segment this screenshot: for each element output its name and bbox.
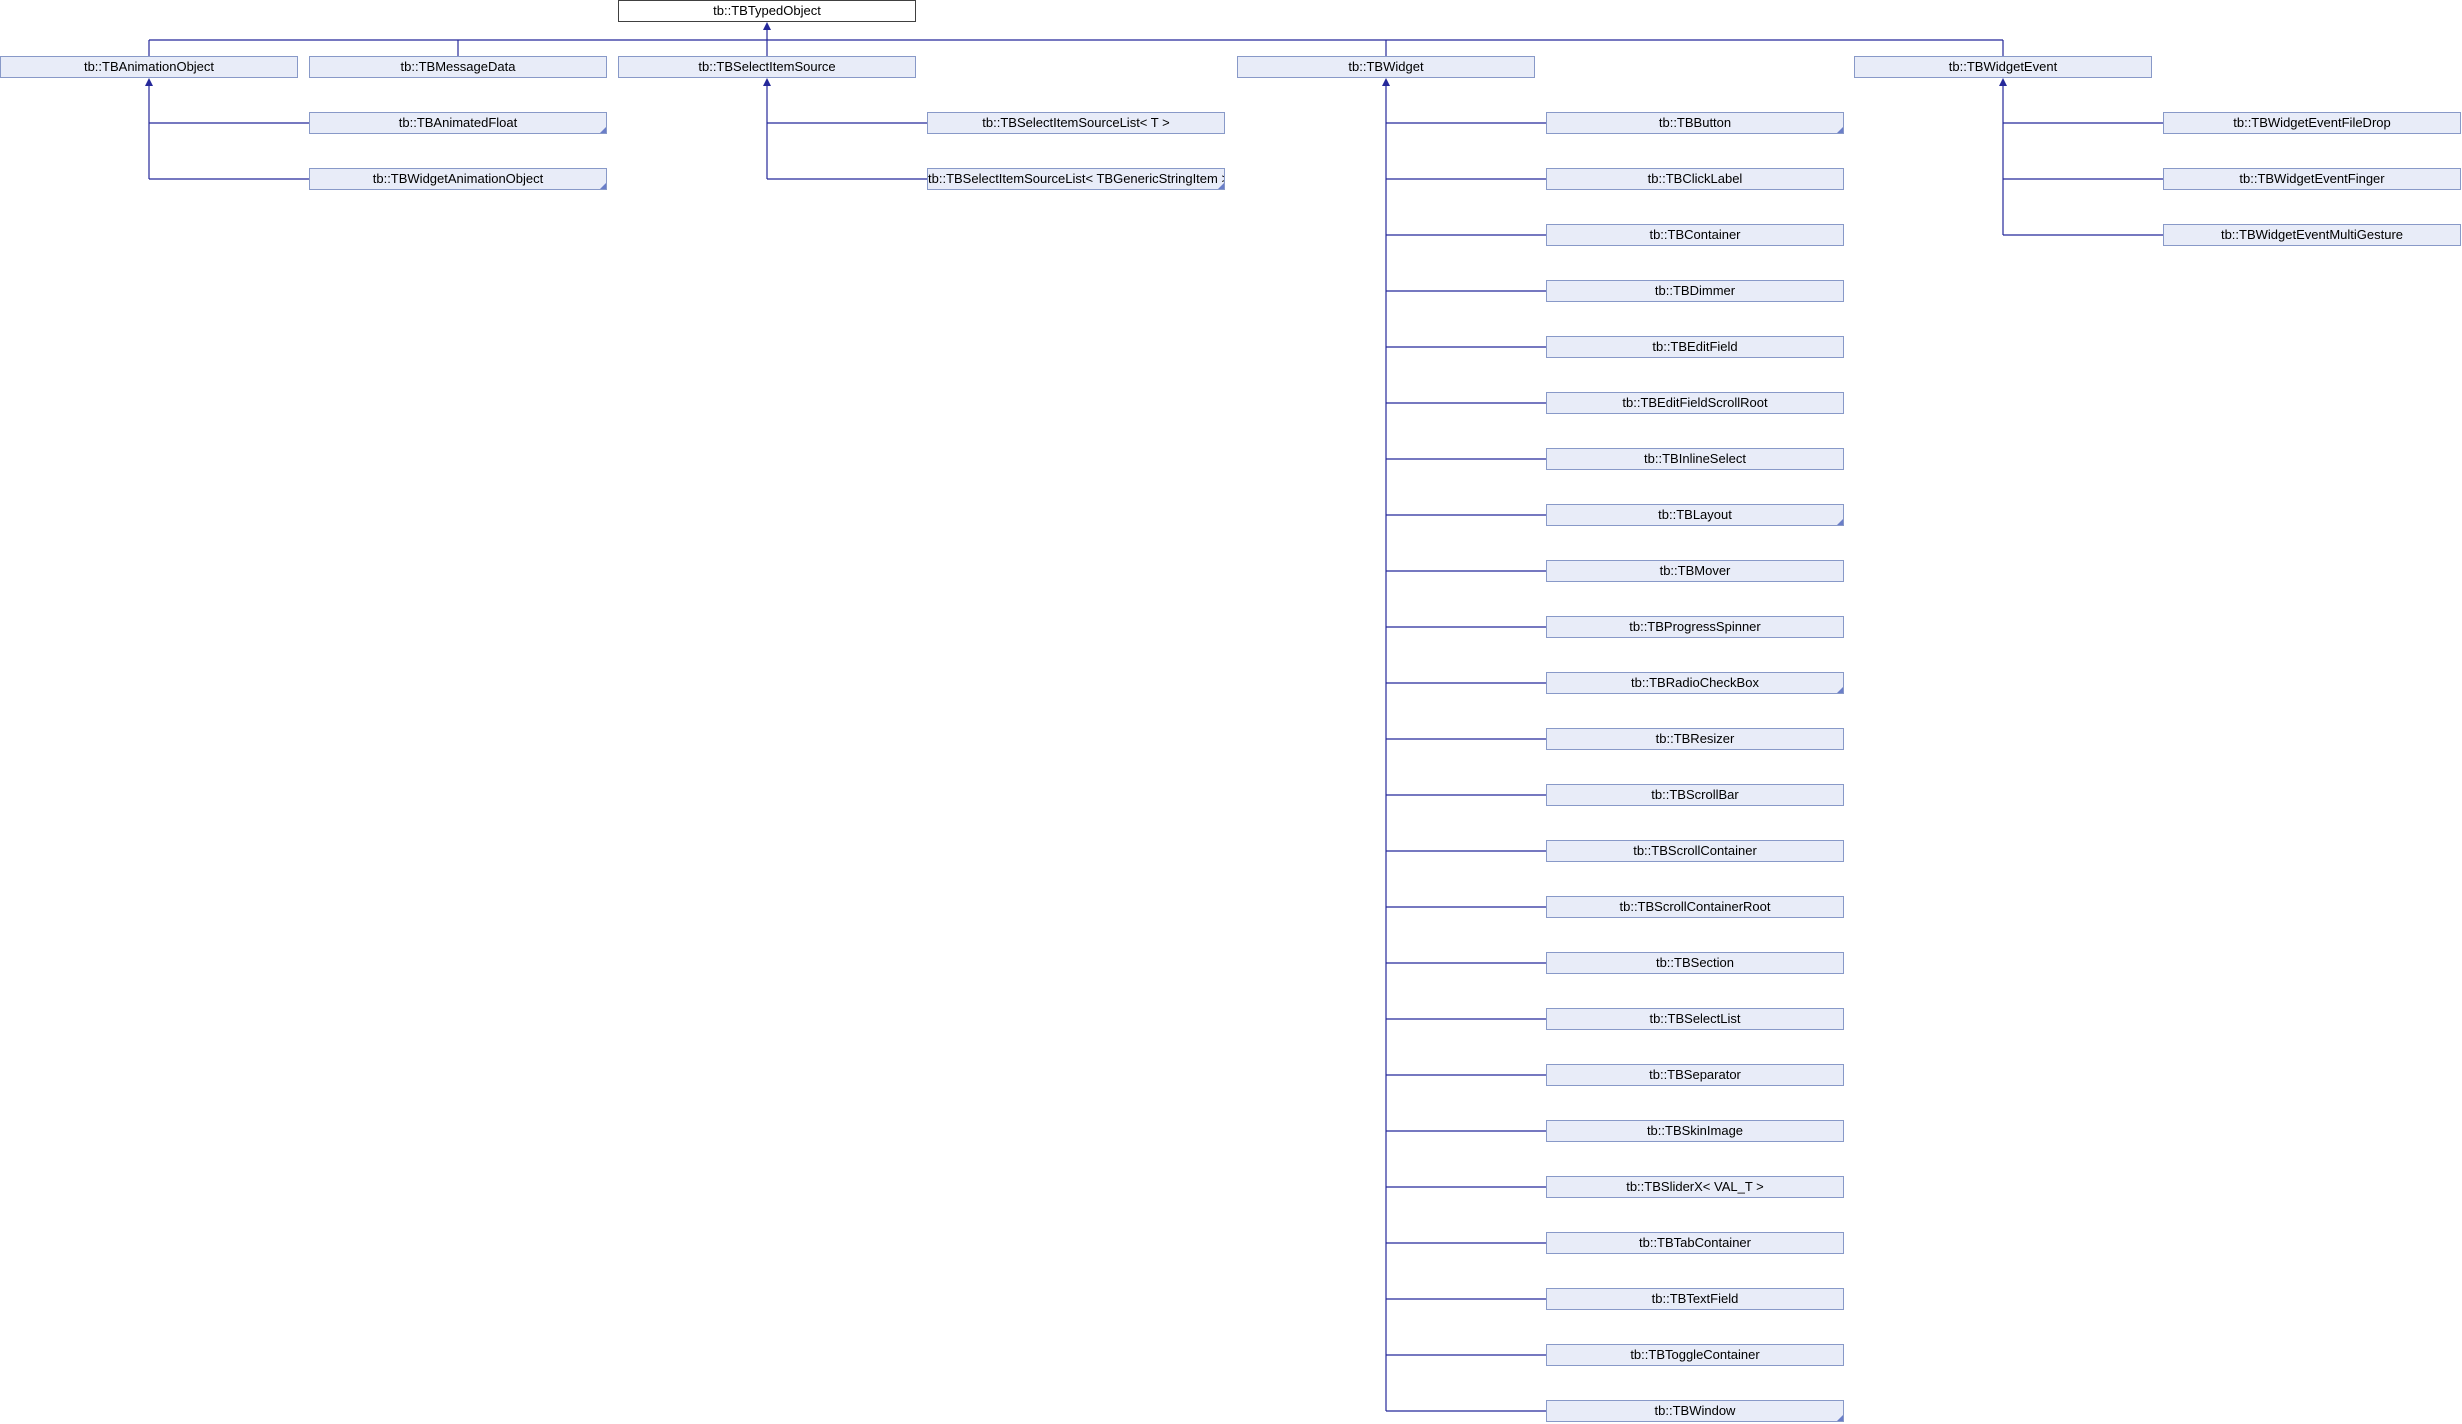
class-node-label: tb::TBWidgetEventMultiGesture bbox=[2220, 227, 2404, 242]
inheritance-arrowhead-icon bbox=[145, 78, 153, 86]
class-node-tbsliderx-val-t[interactable]: tb::TBSliderX< VAL_T > bbox=[1546, 1176, 1844, 1198]
class-node-tbwidget[interactable]: tb::TBWidget bbox=[1237, 56, 1535, 78]
class-node-tbanimatedfloat[interactable]: tb::TBAnimatedFloat bbox=[309, 112, 607, 134]
class-node-tbmessagedata[interactable]: tb::TBMessageData bbox=[309, 56, 607, 78]
class-node-label: tb::TBSelectItemSourceList< T > bbox=[982, 115, 1170, 130]
class-node-label: tb::TBResizer bbox=[1655, 731, 1735, 746]
class-node-tblayout[interactable]: tb::TBLayout bbox=[1546, 504, 1844, 526]
class-node-tbselectitemsourcelist-t[interactable]: tb::TBSelectItemSourceList< T > bbox=[927, 112, 1225, 134]
class-node-label: tb::TBLayout bbox=[1658, 507, 1732, 522]
class-node-tbresizer[interactable]: tb::TBResizer bbox=[1546, 728, 1844, 750]
class-node-tbselectitemsourcelist-tbgenericstringitem[interactable]: tb::TBSelectItemSourceList< TBGenericStr… bbox=[927, 168, 1225, 190]
class-node-label: tb::TBWindow bbox=[1654, 1403, 1736, 1418]
class-node-label: tb::TBScrollContainer bbox=[1633, 843, 1757, 858]
class-node-label: tb::TBAnimatedFloat bbox=[398, 115, 518, 130]
class-node-tbeditfield[interactable]: tb::TBEditField bbox=[1546, 336, 1844, 358]
class-node-label: tb::TBSliderX< VAL_T > bbox=[1626, 1179, 1764, 1194]
class-node-tbwidgeteventmultigesture[interactable]: tb::TBWidgetEventMultiGesture bbox=[2163, 224, 2461, 246]
class-node-label: tb::TBScrollContainerRoot bbox=[1619, 899, 1771, 914]
inheritance-arrowhead-icon bbox=[1382, 78, 1390, 86]
class-node-tbwindow[interactable]: tb::TBWindow bbox=[1546, 1400, 1844, 1422]
class-node-tbtypedobject[interactable]: tb::TBTypedObject bbox=[618, 0, 916, 22]
class-node-tbscrollbar[interactable]: tb::TBScrollBar bbox=[1546, 784, 1844, 806]
class-node-tbtabcontainer[interactable]: tb::TBTabContainer bbox=[1546, 1232, 1844, 1254]
class-node-label: tb::TBSelectItemSourceList< TBGenericStr… bbox=[928, 171, 1225, 186]
class-node-tbbutton[interactable]: tb::TBButton bbox=[1546, 112, 1844, 134]
class-node-label: tb::TBAnimationObject bbox=[83, 59, 215, 74]
class-node-tbselectlist[interactable]: tb::TBSelectList bbox=[1546, 1008, 1844, 1030]
inheritance-arrowhead-icon bbox=[763, 78, 771, 86]
class-node-label: tb::TBWidgetEventFinger bbox=[2239, 171, 2385, 186]
class-node-label: tb::TBSelectList bbox=[1649, 1011, 1741, 1026]
class-node-label: tb::TBSkinImage bbox=[1646, 1123, 1744, 1138]
class-node-tbwidgeteventfinger[interactable]: tb::TBWidgetEventFinger bbox=[2163, 168, 2461, 190]
class-node-label: tb::TBMessageData bbox=[400, 59, 516, 74]
class-node-label: tb::TBButton bbox=[1658, 115, 1732, 130]
class-node-label: tb::TBToggleContainer bbox=[1630, 1347, 1760, 1362]
class-node-label: tb::TBWidget bbox=[1348, 59, 1424, 74]
class-node-label: tb::TBContainer bbox=[1649, 227, 1741, 242]
class-node-label: tb::TBClickLabel bbox=[1647, 171, 1743, 186]
class-node-label: tb::TBWidgetAnimationObject bbox=[372, 171, 544, 186]
class-node-tbscrollcontainerroot[interactable]: tb::TBScrollContainerRoot bbox=[1546, 896, 1844, 918]
class-node-label: tb::TBInlineSelect bbox=[1644, 451, 1746, 466]
truncated-marker-icon bbox=[1837, 1415, 1843, 1421]
inheritance-arrowhead-icon bbox=[763, 22, 771, 30]
class-node-tbseparator[interactable]: tb::TBSeparator bbox=[1546, 1064, 1844, 1086]
class-node-tbcontainer[interactable]: tb::TBContainer bbox=[1546, 224, 1844, 246]
class-node-label: tb::TBTabContainer bbox=[1638, 1235, 1751, 1250]
class-node-tbsection[interactable]: tb::TBSection bbox=[1546, 952, 1844, 974]
class-node-tbwidgeteventfiledrop[interactable]: tb::TBWidgetEventFileDrop bbox=[2163, 112, 2461, 134]
truncated-marker-icon bbox=[1837, 127, 1843, 133]
class-node-tbdimmer[interactable]: tb::TBDimmer bbox=[1546, 280, 1844, 302]
class-node-label: tb::TBSelectItemSource bbox=[698, 59, 836, 74]
class-node-label: tb::TBSeparator bbox=[1649, 1067, 1741, 1082]
class-node-tbclicklabel[interactable]: tb::TBClickLabel bbox=[1546, 168, 1844, 190]
class-node-tbmover[interactable]: tb::TBMover bbox=[1546, 560, 1844, 582]
class-node-tbwidgetevent[interactable]: tb::TBWidgetEvent bbox=[1854, 56, 2152, 78]
class-node-label: tb::TBEditFieldScrollRoot bbox=[1622, 395, 1768, 410]
class-node-label: tb::TBTextField bbox=[1651, 1291, 1739, 1306]
truncated-marker-icon bbox=[600, 127, 606, 133]
class-node-label: tb::TBWidgetEventFileDrop bbox=[2233, 115, 2391, 130]
class-node-label: tb::TBProgressSpinner bbox=[1629, 619, 1761, 634]
class-node-tbskinimage[interactable]: tb::TBSkinImage bbox=[1546, 1120, 1844, 1142]
class-node-tbprogressspinner[interactable]: tb::TBProgressSpinner bbox=[1546, 616, 1844, 638]
class-node-tbeditfieldscrollroot[interactable]: tb::TBEditFieldScrollRoot bbox=[1546, 392, 1844, 414]
class-node-tbwidgetanimationobject[interactable]: tb::TBWidgetAnimationObject bbox=[309, 168, 607, 190]
class-node-label: tb::TBRadioCheckBox bbox=[1631, 675, 1759, 690]
truncated-marker-icon bbox=[1218, 183, 1224, 189]
truncated-marker-icon bbox=[600, 183, 606, 189]
class-node-tbinlineselect[interactable]: tb::TBInlineSelect bbox=[1546, 448, 1844, 470]
truncated-marker-icon bbox=[1837, 519, 1843, 525]
truncated-marker-icon bbox=[1837, 687, 1843, 693]
class-node-tbscrollcontainer[interactable]: tb::TBScrollContainer bbox=[1546, 840, 1844, 862]
class-node-label: tb::TBScrollBar bbox=[1651, 787, 1739, 802]
class-node-label: tb::TBWidgetEvent bbox=[1948, 59, 2058, 74]
class-node-tbradiocheckbox[interactable]: tb::TBRadioCheckBox bbox=[1546, 672, 1844, 694]
class-node-tbselectitemsource[interactable]: tb::TBSelectItemSource bbox=[618, 56, 916, 78]
class-node-label: tb::TBSection bbox=[1655, 955, 1735, 970]
class-node-tbanimationobject[interactable]: tb::TBAnimationObject bbox=[0, 56, 298, 78]
class-node-label: tb::TBTypedObject bbox=[713, 3, 821, 18]
class-node-tbtextfield[interactable]: tb::TBTextField bbox=[1546, 1288, 1844, 1310]
inheritance-arrowhead-icon bbox=[1999, 78, 2007, 86]
class-node-label: tb::TBEditField bbox=[1652, 339, 1738, 354]
class-node-label: tb::TBMover bbox=[1659, 563, 1731, 578]
class-node-tbtogglecontainer[interactable]: tb::TBToggleContainer bbox=[1546, 1344, 1844, 1366]
class-node-label: tb::TBDimmer bbox=[1654, 283, 1736, 298]
